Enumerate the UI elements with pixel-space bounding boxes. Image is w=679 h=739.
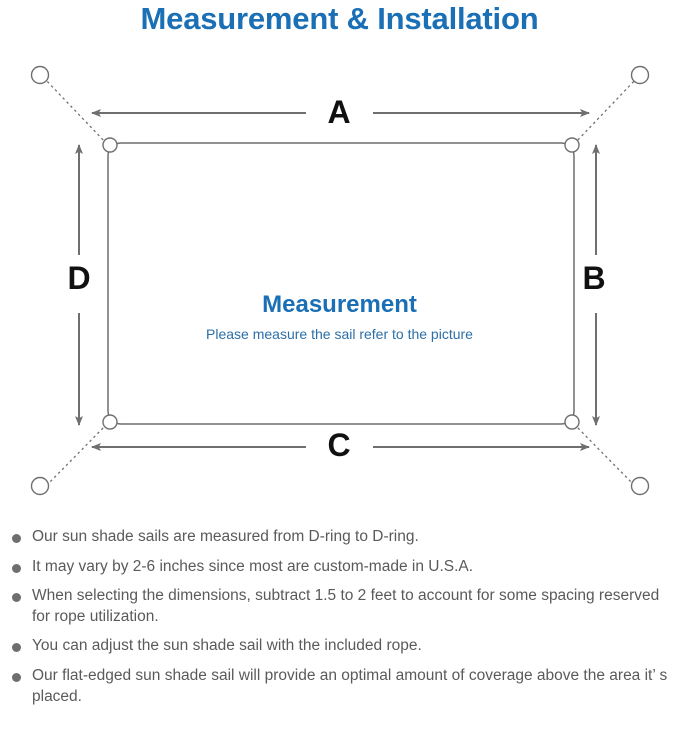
page-title: Measurement & Installation (140, 1, 539, 36)
diagram-svg (30, 65, 650, 496)
notes-list: Our sun shade sails are measured from D-… (0, 527, 679, 716)
note-text: When selecting the dimensions, subtract … (32, 587, 660, 625)
rope-bottom-left (43, 423, 108, 489)
measurement-diagram: Measurement Please measure the sail refe… (0, 48, 679, 518)
sail-center-heading: Measurement (262, 291, 417, 318)
dimension-label-b: B (582, 260, 606, 296)
bullet-icon (12, 673, 21, 683)
d-ring-top-left (102, 137, 118, 153)
anchor-point-top-right (630, 65, 650, 85)
anchor-points (30, 65, 650, 496)
anchor-point-top-left (30, 65, 50, 85)
d-ring-bottom-left (102, 414, 118, 430)
d-rings (102, 137, 580, 430)
dimension-label-a: A (327, 94, 351, 130)
bullet-icon (12, 593, 21, 603)
note-item: Our flat-edged sun shade sail will provi… (0, 666, 679, 707)
anchor-point-bottom-right (630, 476, 650, 496)
rope-top-right (573, 77, 638, 145)
note-text: Our sun shade sails are measured from D-… (32, 528, 419, 545)
note-item: It may vary by 2-6 inches since most are… (0, 557, 679, 578)
bullet-icon (12, 534, 21, 543)
dimension-label-d: D (67, 260, 91, 296)
bullet-icon (12, 563, 21, 573)
note-text: Our flat-edged sun shade sail will provi… (32, 667, 668, 705)
note-text: It may vary by 2-6 inches since most are… (32, 557, 474, 575)
bullet-icon (12, 643, 21, 653)
rope-bottom-right (573, 423, 638, 489)
d-ring-bottom-right (564, 414, 580, 430)
rope-top-left (43, 77, 108, 145)
dimension-label-c: C (327, 427, 351, 463)
d-ring-top-right (564, 137, 580, 153)
note-item: When selecting the dimensions, subtract … (0, 586, 679, 627)
note-text: You can adjust the sun shade sail with t… (32, 637, 422, 655)
note-item: You can adjust the sun shade sail with t… (0, 636, 679, 657)
sail-center-subheading: Please measure the sail refer to the pic… (206, 326, 473, 342)
anchor-point-bottom-left (30, 476, 50, 496)
sail-body (107, 142, 575, 425)
rope-lines (43, 77, 638, 489)
note-item: Our sun shade sails are measured from D-… (0, 527, 679, 548)
